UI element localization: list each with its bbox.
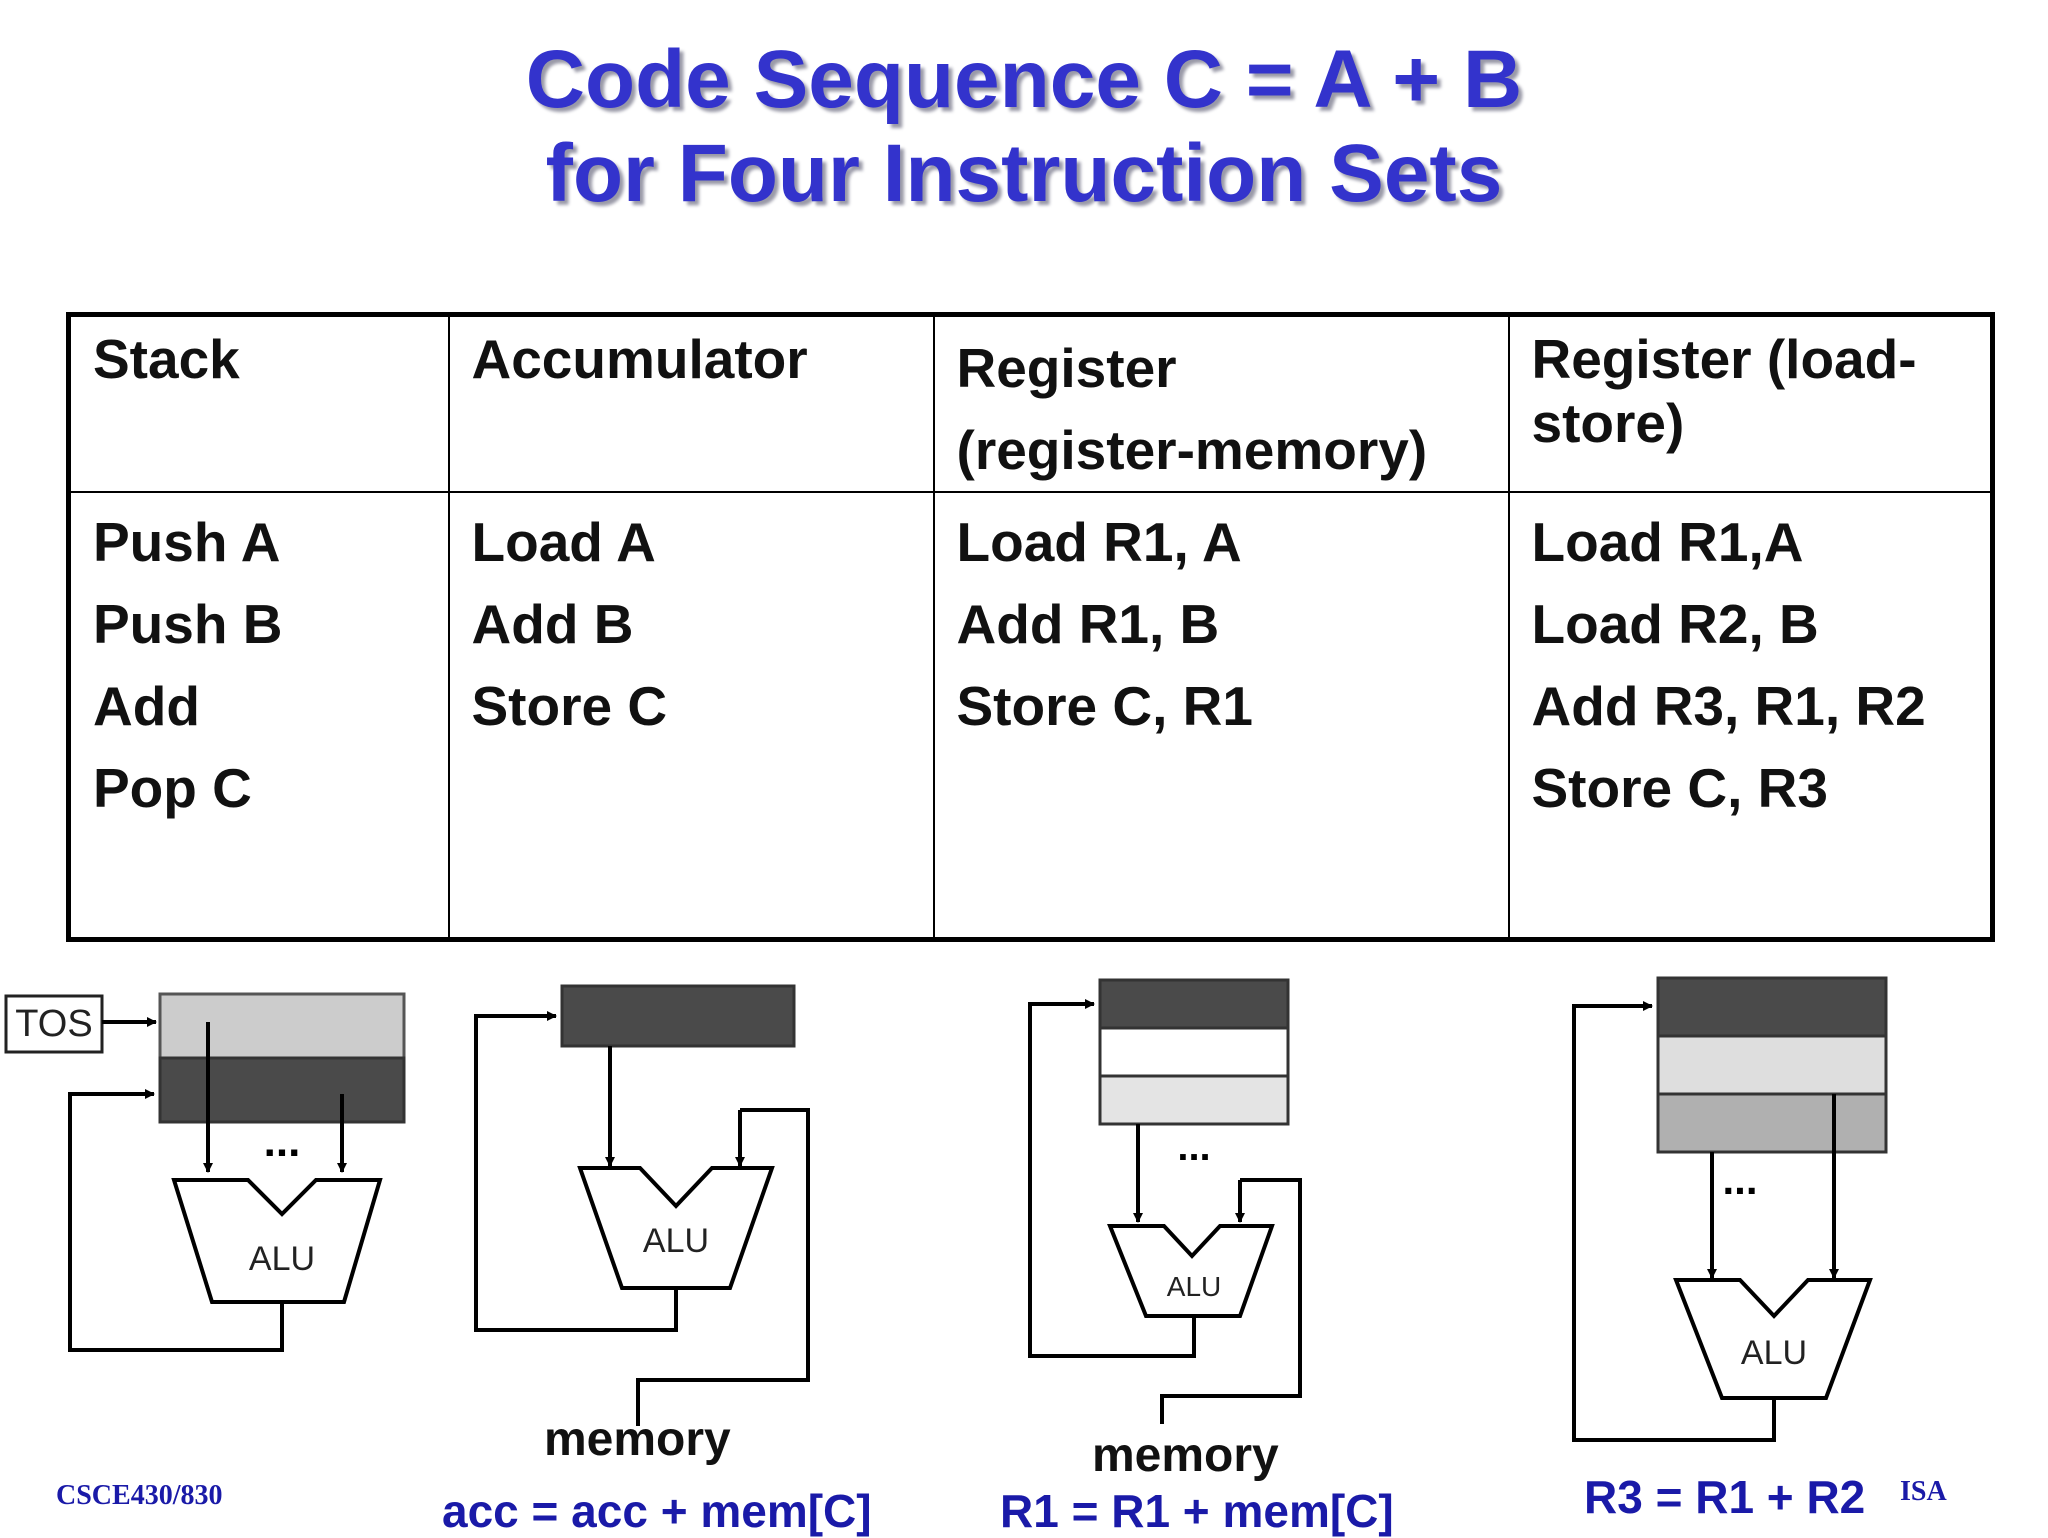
slide-title-line-1: Code Sequence C = A + B	[525, 34, 1523, 125]
code-line: Load A	[471, 511, 656, 573]
stack-register	[158, 1056, 406, 1124]
header-accumulator: Accumulator	[447, 313, 935, 493]
code-accumulator: Load A Add B Store C	[447, 491, 935, 941]
alu-label: ALU	[1741, 1334, 1807, 1372]
table-header-row: Stack Accumulator Register (register-memo…	[67, 313, 1994, 493]
code-line: Pop C	[93, 757, 252, 819]
code-stack: Push A Push B Add Pop C	[67, 491, 450, 941]
memory-label-accumulator: memory	[544, 1413, 731, 1466]
caption-accumulator: acc = acc + mem[C]	[442, 1485, 872, 1537]
footer-topic: ISA	[1900, 1476, 1947, 1507]
code-line: Add B	[471, 593, 634, 655]
alu-label: ALU	[249, 1240, 315, 1278]
stack-diagram: TOS ... ALU	[4, 992, 406, 1352]
footer-course: CSCE430/830	[56, 1480, 223, 1511]
ellipsis: ...	[1722, 1156, 1757, 1203]
header-register-line-2: (register-memory)	[956, 419, 1428, 481]
code-line: Store C, R3	[1531, 757, 1828, 819]
memory-label-register-memory: memory	[1092, 1429, 1279, 1482]
caption-load-store: R3 = R1 + R2	[1584, 1471, 1866, 1523]
instruction-set-table: Stack Accumulator Register (register-memo…	[66, 312, 1995, 942]
code-line: Add	[93, 675, 200, 737]
tos-label: TOS	[15, 1003, 92, 1045]
header-load-store-line-1: Register (load-	[1531, 328, 1917, 390]
alu-shape	[1107, 1224, 1275, 1318]
accumulator-register	[560, 984, 796, 1048]
stack-top-register	[158, 992, 406, 1060]
code-line: Load R1,A	[1531, 511, 1804, 573]
tos-box	[4, 994, 104, 1054]
header-accumulator-text: Accumulator	[471, 328, 808, 390]
register-3	[1656, 1092, 1888, 1154]
load-store-diagram: ... ALU	[1572, 976, 1888, 1442]
register-memory-diagram: ... ALU	[1028, 978, 1302, 1424]
code-line: Add R1, B	[956, 593, 1220, 655]
code-line: Store C, R1	[956, 675, 1253, 737]
code-line: Push A	[93, 511, 281, 573]
alu-label: ALU	[643, 1222, 709, 1260]
register-1	[1656, 976, 1888, 1038]
register-2	[1098, 1026, 1290, 1078]
header-register-line-1: Register	[956, 337, 1177, 399]
alu-shape	[171, 1178, 383, 1304]
header-stack: Stack	[67, 313, 450, 493]
caption-register-memory: R1 = R1 + mem[C]	[1000, 1485, 1394, 1537]
ellipsis: ...	[1177, 1125, 1210, 1169]
header-register-memory: Register (register-memory)	[932, 313, 1510, 493]
ellipsis: ...	[264, 1117, 301, 1166]
header-stack-text: Stack	[93, 328, 240, 390]
code-line: Push B	[93, 593, 283, 655]
accumulator-diagram: ALU	[474, 984, 810, 1426]
slide-title-line-2: for Four Instruction Sets	[545, 128, 1503, 219]
register-2	[1656, 1034, 1888, 1096]
code-line: Add R3, R1, R2	[1531, 675, 1926, 737]
register-1	[1098, 978, 1290, 1030]
alu-label: ALU	[1167, 1271, 1221, 1302]
register-3	[1098, 1074, 1290, 1126]
code-register-memory: Load R1, A Add R1, B Store C, R1	[932, 491, 1510, 941]
table-code-row: Push A Push B Add Pop C Load A Add B Sto…	[67, 491, 1994, 941]
alu-shape	[577, 1166, 775, 1290]
header-load-store-line-2: store)	[1531, 392, 1685, 454]
code-line: Load R2, B	[1531, 593, 1819, 655]
alu-shape	[1673, 1278, 1873, 1400]
header-load-store: Register (load-store)	[1507, 313, 1994, 493]
code-line: Store C	[471, 675, 668, 737]
code-load-store: Load R1,A Load R2, B Add R3, R1, R2 Stor…	[1507, 491, 1994, 941]
code-line: Load R1, A	[956, 511, 1242, 573]
